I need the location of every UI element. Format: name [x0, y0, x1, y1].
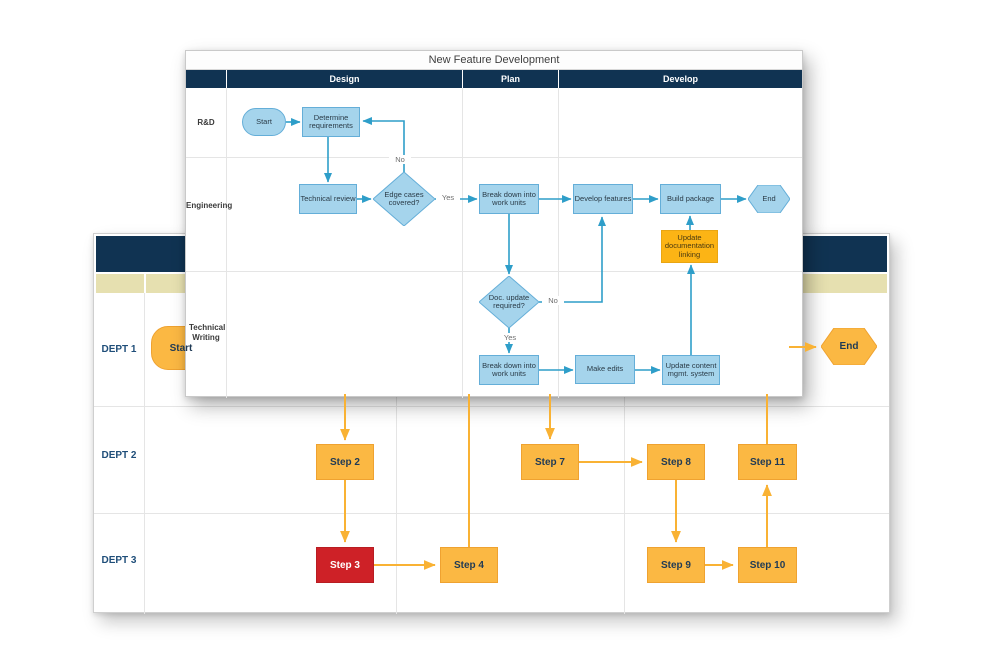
bg-node-end[interactable]: End	[821, 328, 877, 365]
hexagon-shape	[748, 185, 790, 213]
lane-label-rnd: R&D	[197, 118, 215, 127]
fg-node-break-down-tw[interactable]: Break down into work units	[479, 355, 539, 385]
fg-node-determine-requirements[interactable]: Determine requirements	[302, 107, 360, 137]
fg-node-start[interactable]: Start	[242, 108, 286, 136]
fg-node-develop-features[interactable]: Develop features	[573, 184, 633, 214]
bg-node-step2[interactable]: Step 2	[316, 444, 374, 480]
edge-label-yes: Yes	[436, 193, 460, 202]
diamond-shape	[373, 172, 435, 226]
phase-label-plan: Plan	[500, 74, 520, 84]
bg-node-step4[interactable]: Step 4	[440, 547, 498, 583]
gridline	[396, 293, 397, 614]
connector-no-feedback	[362, 117, 405, 172]
fg-connectors	[286, 117, 747, 374]
gridline	[144, 293, 145, 614]
gridline	[186, 157, 802, 158]
fg-node-edge-cases-covered[interactable]: Edge cases covered?	[373, 172, 435, 226]
edge-label-no: No	[389, 155, 411, 164]
lane-label-dept1: DEPT 1	[101, 344, 137, 355]
fg-node-break-down-eng[interactable]: Break down into work units	[479, 184, 539, 214]
edge-label-no: No	[542, 296, 564, 305]
fg-node-end[interactable]: End	[748, 185, 790, 213]
gridline	[94, 513, 889, 514]
divider	[558, 70, 559, 88]
fg-node-make-edits[interactable]: Make edits	[575, 355, 635, 384]
fg-node-update-content-mgmt[interactable]: Update content mgmt. system	[662, 355, 720, 385]
lane-label-dept3: DEPT 3	[101, 555, 137, 566]
bg-node-step11[interactable]: Step 11	[738, 444, 797, 480]
lane-label-dept2: DEPT 2	[101, 450, 137, 461]
fg-node-build-package[interactable]: Build package	[660, 184, 721, 214]
gridline	[226, 88, 227, 398]
chart-title: New Feature Development	[186, 51, 802, 70]
gridline	[186, 271, 802, 272]
bg-node-step3[interactable]: Step 3	[316, 547, 374, 583]
gridline	[558, 88, 559, 398]
gridline	[462, 88, 463, 398]
fg-phase-header	[186, 70, 802, 88]
connector-docupdate-no-develop	[539, 216, 606, 303]
lane-label-engineering: Engineering	[186, 201, 233, 210]
divider	[462, 70, 463, 88]
bg-node-step10[interactable]: Step 10	[738, 547, 797, 583]
divider	[144, 274, 146, 293]
bg-node-step8[interactable]: Step 8	[647, 444, 705, 480]
phase-label-design: Design	[329, 74, 360, 84]
gridline	[624, 293, 625, 614]
lane-label-technical-writing: Technical Writing	[189, 323, 226, 342]
phase-label-develop: Develop	[662, 74, 698, 84]
hexagon-shape	[821, 328, 877, 365]
edge-label-yes: Yes	[498, 333, 522, 342]
fg-node-doc-update-required[interactable]: Doc. update required?	[479, 276, 539, 328]
fg-node-technical-review[interactable]: Technical review	[299, 184, 357, 214]
fg-node-update-documentation-linking[interactable]: Update documentation linking	[661, 230, 718, 263]
gridline	[94, 406, 889, 407]
feature-flowchart-window: New Feature Development Design Plan Deve…	[185, 50, 803, 398]
diamond-shape	[479, 276, 539, 328]
bg-node-step9[interactable]: Step 9	[647, 547, 705, 583]
bg-node-step7[interactable]: Step 7	[521, 444, 579, 480]
divider	[226, 70, 227, 88]
